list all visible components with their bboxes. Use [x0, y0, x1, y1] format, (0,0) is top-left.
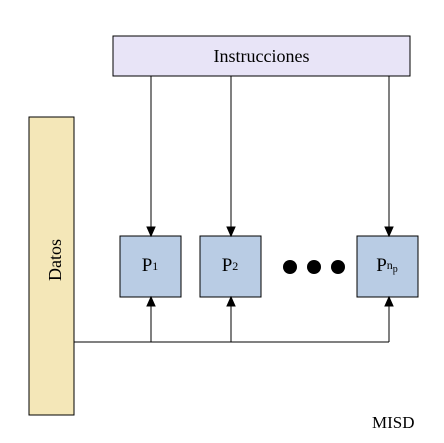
processor-np-sub-p: p: [392, 263, 398, 275]
processor-np-sub-n: n: [386, 257, 393, 272]
ellipsis-dots: [283, 260, 345, 274]
processor-box-np: [356, 235, 419, 298]
instructions-box: [112, 35, 411, 77]
processor-np-base: P: [376, 255, 387, 276]
processor-1-base: P: [141, 255, 153, 276]
instructions-label: Instrucciones: [213, 45, 310, 66]
data-label: Datos: [44, 239, 65, 281]
processor-box-2: [199, 235, 262, 298]
processor-2-sub: 2: [232, 258, 239, 273]
classification-label: MISD: [372, 413, 415, 432]
data-box: [28, 116, 75, 416]
processor-np-sub: np: [387, 258, 398, 275]
processor-1-sub: 1: [152, 258, 159, 273]
data-bus: [74, 295, 394, 343]
instruction-arrows: [146, 76, 394, 238]
processor-2-base: P: [221, 255, 233, 276]
